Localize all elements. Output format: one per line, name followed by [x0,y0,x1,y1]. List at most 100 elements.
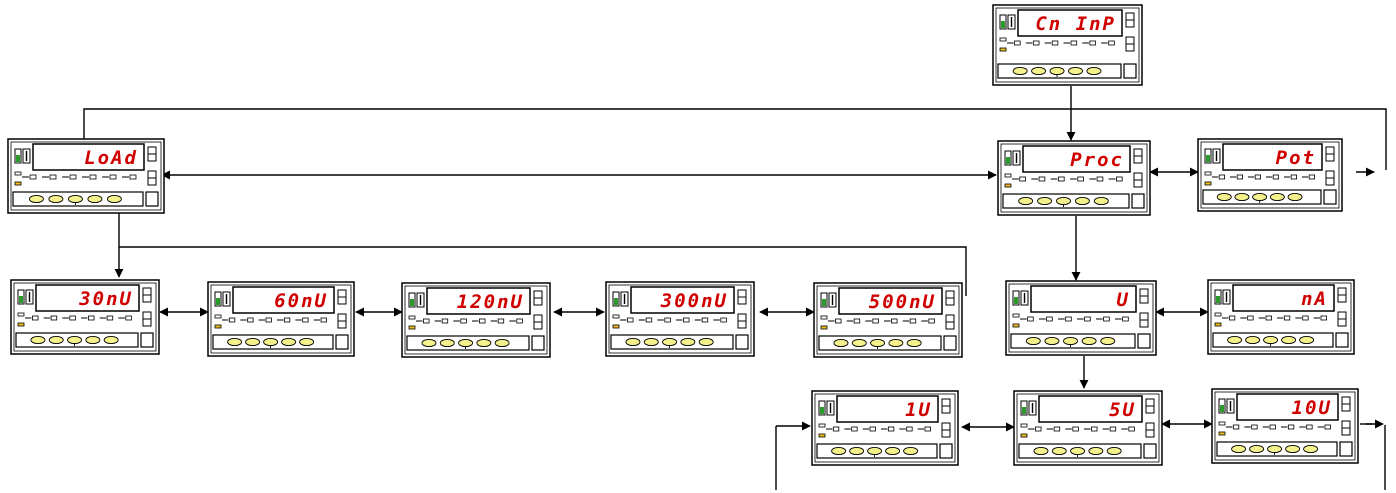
status-led-amber [1012,323,1020,328]
bar-led [701,317,709,323]
display-readout: 120nU [457,291,524,313]
bar-led [1232,424,1240,430]
bar-led [1035,426,1042,432]
bar-led [247,317,254,323]
bar-led [1251,424,1258,430]
meter-node-500mv: 500nU [813,282,963,358]
display-readout: 1U [905,399,932,421]
keypad-button [30,335,46,345]
display-window [1017,9,1123,37]
connectors [83,86,1387,490]
keypad-button [833,338,849,348]
keypad-button [1216,192,1232,202]
display-readout: U [1117,289,1130,311]
keypad-button [888,338,904,348]
keypad-button [698,337,714,347]
bar-led [1070,40,1078,46]
keypad-button [281,337,297,347]
display-window [630,286,735,314]
keypad-button [1088,446,1104,456]
keypad-button [263,337,279,347]
bar-led [29,174,37,180]
bar-led [479,318,486,324]
keypad-button [439,338,455,348]
display-readout: Pot [1276,147,1316,169]
bar-led [69,315,76,321]
bar-led [1247,315,1254,321]
keypad-button [1068,66,1083,76]
indicator-led [410,299,414,306]
meter-bezel [1016,393,1160,463]
status-led-amber [14,181,22,186]
status-led [1020,423,1028,428]
status-led-amber [17,322,25,327]
keypad-button [1281,335,1297,345]
keypad-button [870,338,886,348]
display-window [1236,393,1339,421]
bar-led [1236,174,1244,180]
keypad-button [625,337,641,347]
status-led-amber [408,325,416,330]
indicator-led [1022,407,1026,414]
status-led [17,312,25,317]
bar-led [1046,316,1053,322]
meter-bezel [1210,282,1352,352]
bar-led [1103,316,1110,322]
keypad-button [1037,196,1053,206]
meter-bezel [1214,391,1356,461]
bar-led [50,315,58,321]
loop-line-mv-range [119,246,967,296]
bar-led [664,317,671,323]
keypad-button [1049,66,1065,76]
keypad-button [1074,196,1090,206]
meter-bezel [10,141,162,211]
meter-bezel [13,282,157,352]
display-window [1222,143,1323,171]
indicator-led [822,299,826,306]
status-led-amber [1214,322,1222,327]
status-led-amber [1218,431,1226,436]
status-led-amber [1204,181,1212,186]
meter-bezel [816,285,960,355]
keypad-end-cap [1137,333,1151,349]
bar-led [1053,426,1061,432]
keypad-button [1033,446,1049,456]
bar-led [1269,424,1276,430]
meter-bezel [814,393,956,463]
bar-led [891,318,898,324]
keypad-end-cap [1123,63,1137,79]
bar-led [320,317,327,323]
display-window [1232,284,1335,312]
meter-node-volt: U [1005,280,1157,356]
meter-node-120mv: 120nU [401,282,551,358]
status-led-amber [999,47,1007,52]
status-led [214,314,222,319]
bar-led [32,315,39,321]
meter-node-1v: 1U [811,390,959,466]
bar-led [869,426,876,432]
bar-led [283,317,291,323]
bar-led [645,317,653,323]
keypad-end-cap [335,334,349,350]
keypad-button [103,335,119,345]
bar-led [1228,315,1236,321]
bar-led [265,317,272,323]
bar-led [1014,40,1021,46]
bar-led [1116,176,1123,182]
meter-node-30mv: 30nU [10,279,160,355]
display-window [1030,285,1137,313]
keypad-button [1063,336,1078,346]
keypad-button [1263,335,1279,345]
keypad-button [885,446,901,456]
keypad-end-cap [1131,193,1145,209]
indicator-led [1014,297,1018,304]
display-window [1038,395,1143,423]
indicator-led [1006,157,1010,164]
keypad-button [421,338,437,348]
bar-led [89,174,97,180]
indicator-led [820,407,824,414]
bar-led [683,317,690,323]
status-led [14,171,22,176]
bar-led [1324,424,1331,430]
keypad-button [1285,444,1301,454]
